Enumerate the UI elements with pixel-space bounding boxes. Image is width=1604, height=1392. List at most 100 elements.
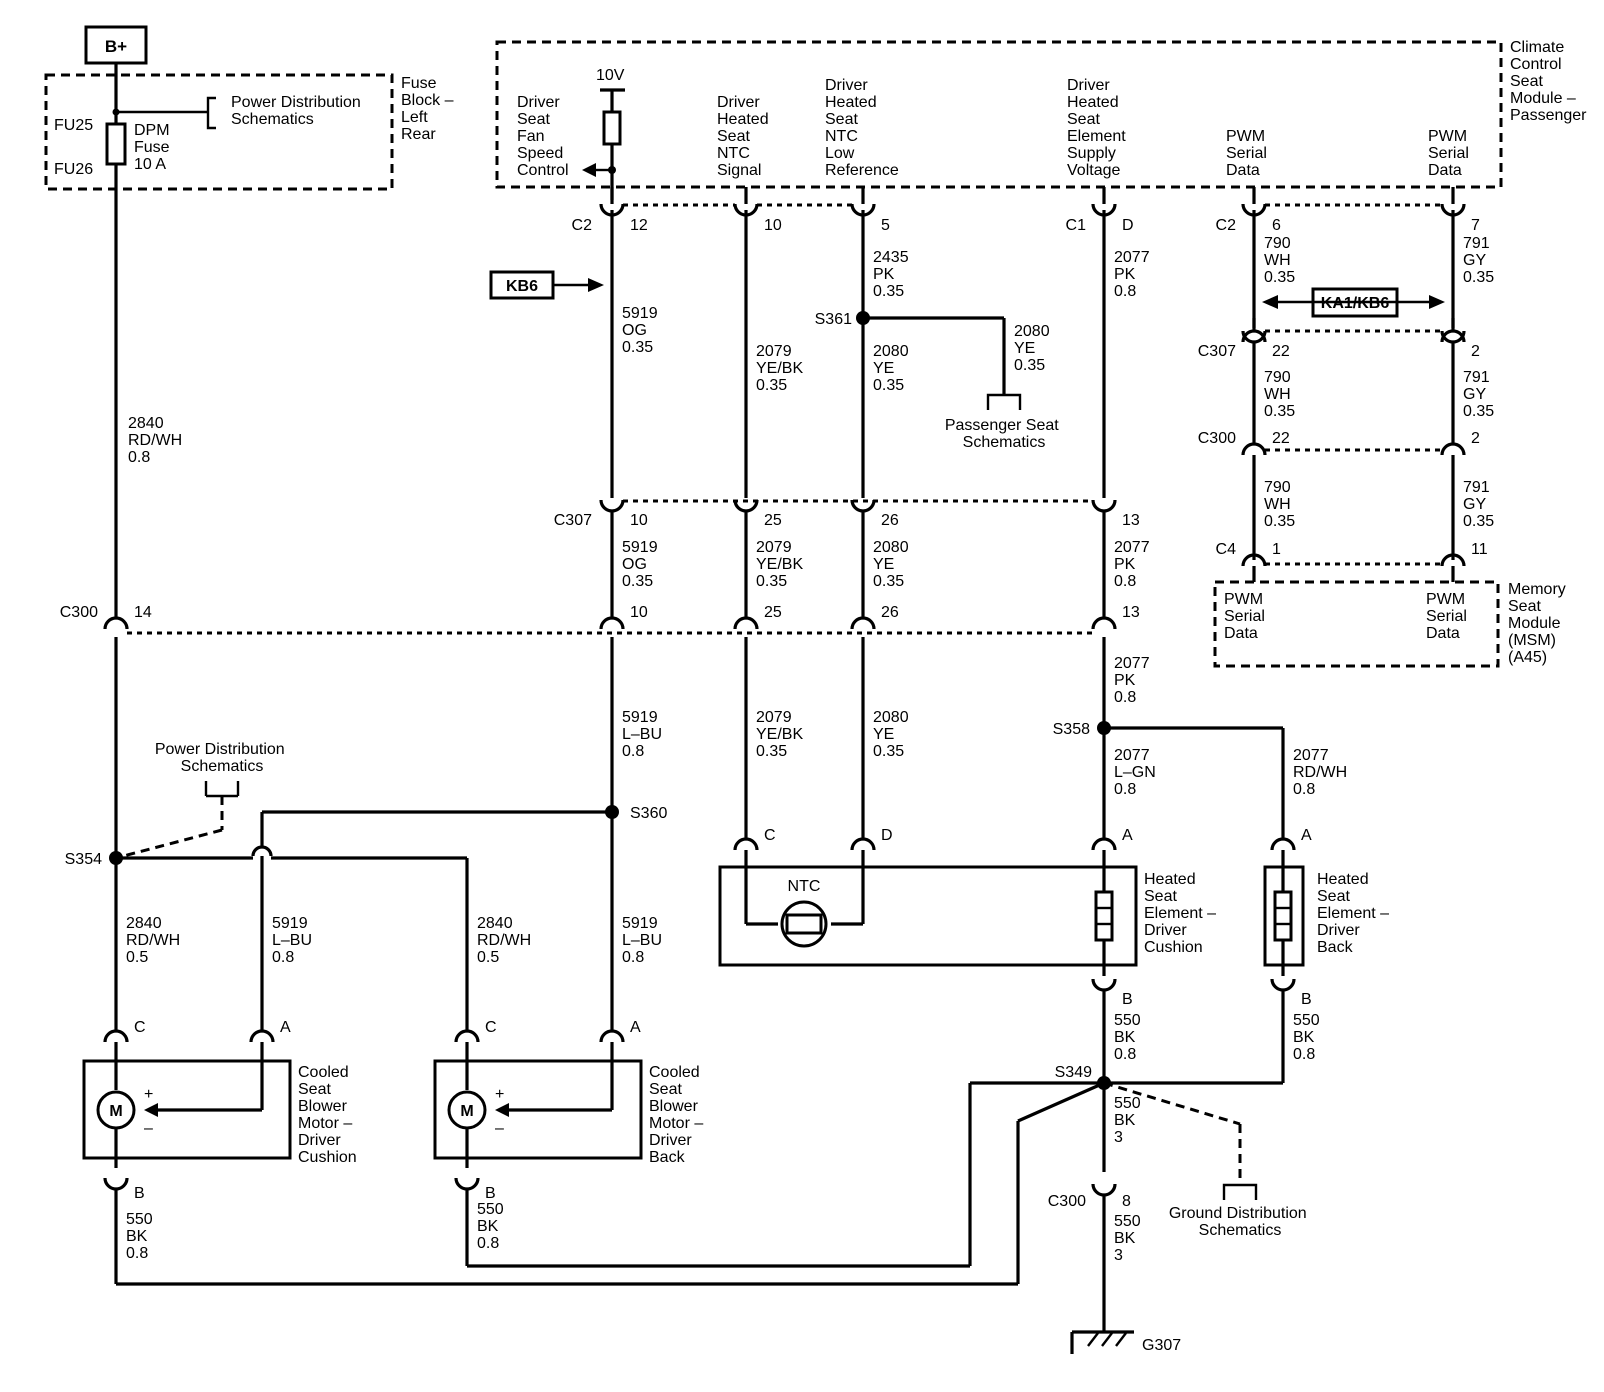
pin-number: 2: [1471, 430, 1480, 447]
ground-icon: [1070, 1330, 1134, 1354]
heater-cushion-symbol: [1094, 890, 1114, 942]
pin-letter: B: [1301, 991, 1312, 1008]
element-back-name: Heated Seat Element – Driver Back: [1317, 871, 1394, 956]
arrow-right-icon: [588, 278, 604, 292]
pin-number: 10: [630, 512, 648, 529]
splice-label: S349: [1055, 1064, 1092, 1081]
pin-label-pwm-2: PWM Serial Data: [1428, 128, 1473, 179]
kb6-label: KB6: [506, 278, 538, 295]
msm-pin-label-1: PWM Serial Data: [1224, 591, 1269, 642]
connector-c300: C300: [60, 604, 98, 621]
pin-number: 1: [1272, 541, 1281, 558]
pin-letter: B: [485, 1185, 496, 1202]
fuse-name: DPM Fuse 10 A: [134, 122, 174, 173]
motor-1-box: [82, 1059, 292, 1160]
climate-module-box: [495, 40, 1503, 189]
pin-label-ntc-signal: Driver Heated Seat NTC Signal: [717, 94, 773, 179]
connector-c300-right: C300: [1198, 430, 1236, 447]
pin-number: 10: [764, 217, 782, 234]
connector-c2-right: C2: [1216, 217, 1237, 234]
ground-distribution-ref: Ground Distribution Schematics: [1169, 1205, 1311, 1239]
pin-letter: B: [1122, 991, 1133, 1008]
pin-number: 5: [881, 217, 890, 234]
msm-pin-label-2: PWM Serial Data: [1426, 591, 1471, 642]
connector-c4: C4: [1216, 541, 1237, 558]
splice-label: S358: [1053, 721, 1090, 738]
power-distribution-ref-top: Power Distribution Schematics: [231, 94, 365, 128]
pin-letter: D: [881, 827, 893, 844]
plus-sign: +: [495, 1086, 504, 1103]
pin-letter: A: [1122, 827, 1133, 844]
pin-number: 22: [1272, 343, 1290, 360]
ka1-kb6-label: KA1/KB6: [1321, 295, 1390, 312]
pin-number: 6: [1272, 217, 1281, 234]
motor-1-icon-label: M: [109, 1103, 122, 1120]
pin-letter: A: [280, 1019, 291, 1036]
pin-number: 8: [1122, 1193, 1131, 1210]
pin-letter: C: [485, 1019, 497, 1036]
pin-letter: B: [134, 1185, 145, 1202]
heater-back-symbol: [1273, 890, 1293, 942]
connector-c307: C307: [554, 512, 592, 529]
pin-number: 7: [1471, 217, 1480, 234]
connector-c2: C2: [572, 217, 593, 234]
voltage-label: 10V: [596, 67, 625, 84]
pin-number: 13: [1122, 604, 1140, 621]
pin-number: 12: [630, 217, 648, 234]
pin-letter: A: [630, 1019, 641, 1036]
climate-module-name: Climate Control Seat Module – Passenger: [1510, 39, 1587, 124]
connector-c307-right: C307: [1198, 343, 1236, 360]
pin-letter: A: [1301, 827, 1312, 844]
pin-number: 25: [764, 604, 782, 621]
labels-layer: B+ FU25 FU26 DPM Fuse 10 A Fuse Block – …: [54, 37, 1587, 1354]
splice-label: S354: [65, 851, 102, 868]
motor-2-name: Cooled Seat Blower Motor – Driver Back: [649, 1064, 708, 1166]
pin-number: 25: [764, 512, 782, 529]
pin-number: 26: [881, 604, 899, 621]
msm-module-name: Memory Seat Module (MSM) (A45): [1508, 581, 1570, 666]
pin-number: 2: [1471, 343, 1480, 360]
pin-number: 26: [881, 512, 899, 529]
passenger-seat-ref: Passenger Seat Schematics: [945, 417, 1063, 451]
pin-label-pwm-1: PWM Serial Data: [1226, 128, 1271, 179]
pin-label-element-supply: Driver Heated Seat Element Supply Voltag…: [1067, 77, 1130, 179]
connector-c300-ground: C300: [1048, 1193, 1086, 1210]
thermistor-symbol: [780, 900, 828, 948]
motor-2-box: [433, 1059, 643, 1160]
ntc-sensor-box: [718, 865, 1138, 967]
pin-label-ntc-low-ref: Driver Heated Seat NTC Low Reference: [825, 77, 899, 179]
arrow-left-icon: [582, 163, 596, 177]
splice-label: S360: [630, 805, 667, 822]
connector-c1: C1: [1066, 217, 1087, 234]
pin-number: 10: [630, 604, 648, 621]
pin-number: 13: [1122, 512, 1140, 529]
ntc-label: NTC: [788, 878, 821, 895]
battery-label: B+: [105, 37, 127, 56]
ground-label: G307: [1142, 1337, 1181, 1354]
pin-number: 22: [1272, 430, 1290, 447]
